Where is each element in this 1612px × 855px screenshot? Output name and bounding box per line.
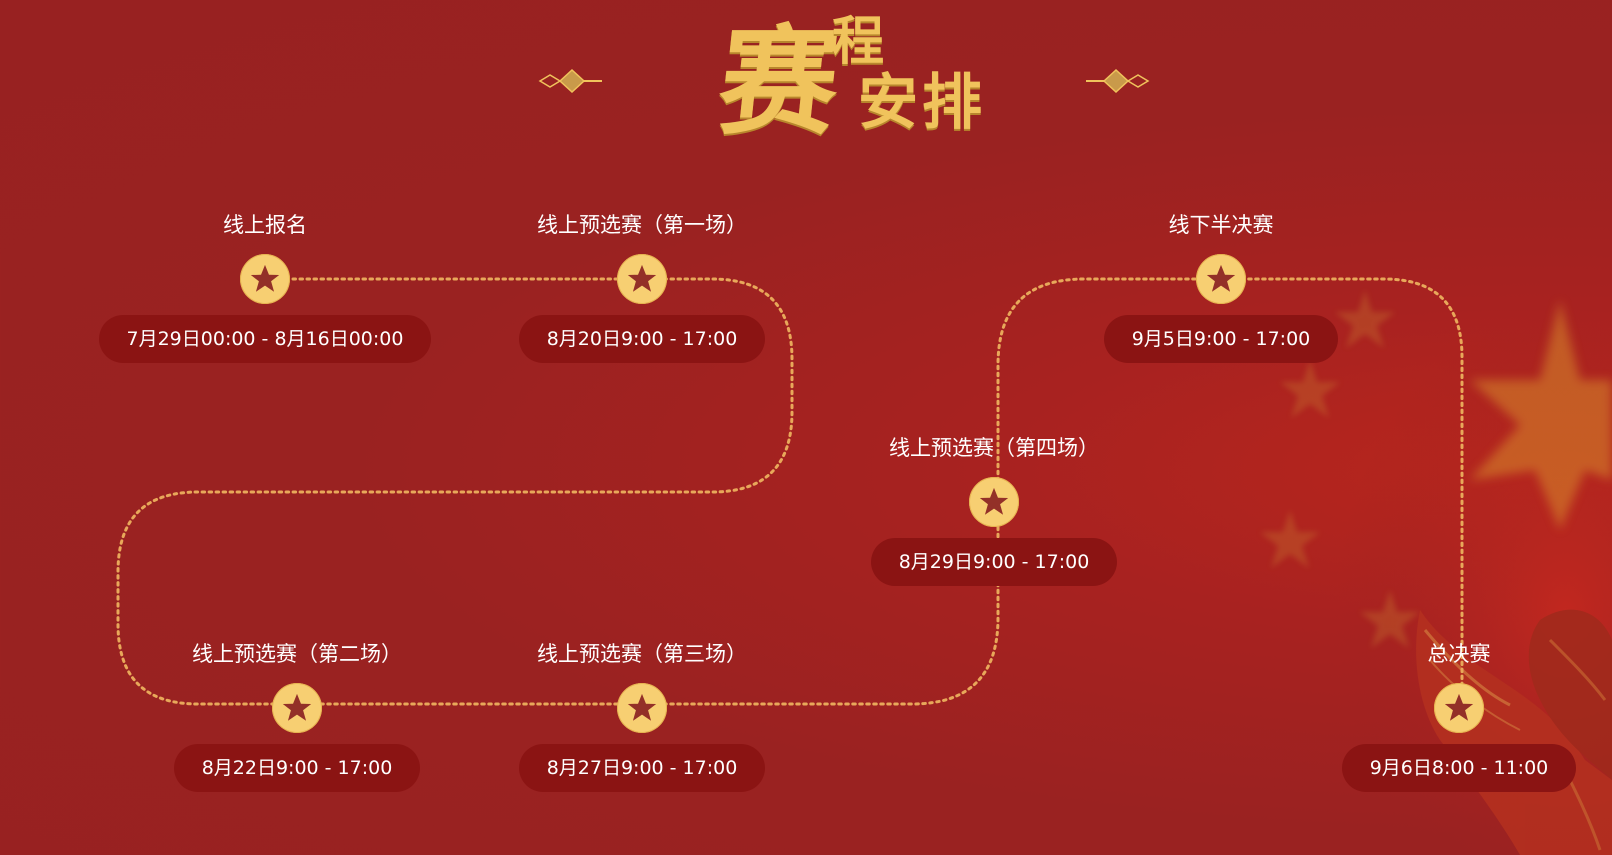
title-top-char: 程 — [832, 11, 885, 72]
schedule-item-name: 线上报名 — [223, 213, 307, 237]
star-icon — [617, 683, 667, 733]
star-icon — [617, 254, 667, 304]
schedule-item-name: 总决赛 — [1427, 642, 1491, 666]
schedule-item-time: 8月22日9:00 - 17:00 — [174, 744, 420, 792]
schedule-item-name: 线上预选赛（第二场） — [192, 642, 402, 666]
title-bottom-text: 安排 — [858, 68, 986, 138]
schedule-item-time: 8月27日9:00 - 17:00 — [519, 744, 765, 792]
schedule-item-time: 8月20日9:00 - 17:00 — [519, 315, 765, 363]
star-icon — [240, 254, 290, 304]
schedule-item-time: 8月29日9:00 - 17:00 — [871, 538, 1117, 586]
schedule-item-name: 线上预选赛（第一场） — [537, 213, 747, 237]
star-icon — [969, 477, 1019, 527]
star-icon — [272, 683, 322, 733]
page-header: 赛 程 安排 — [0, 0, 1612, 170]
star-icon — [1196, 254, 1246, 304]
schedule-item-name: 线下半决赛 — [1168, 213, 1274, 237]
schedule-item-time: 9月6日8:00 - 11:00 — [1342, 744, 1576, 792]
schedule-item-time: 9月5日9:00 - 17:00 — [1104, 315, 1338, 363]
schedule-item-time: 7月29日00:00 - 8月16日00:00 — [99, 315, 431, 363]
star-icon — [1434, 683, 1484, 733]
schedule-item-name: 线上预选赛（第四场） — [889, 436, 1099, 460]
schedule-item-name: 线上预选赛（第三场） — [537, 642, 747, 666]
right-ornament-line — [1086, 68, 1478, 94]
left-ornament-line — [210, 68, 602, 94]
